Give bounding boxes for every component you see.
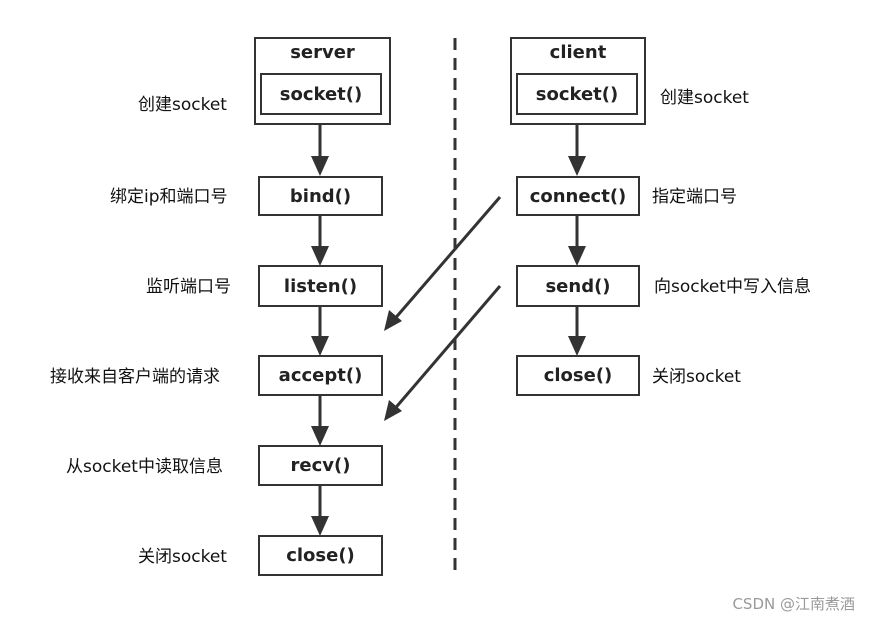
- client-send-function: send(): [516, 265, 640, 307]
- server-close-function: close(): [258, 535, 383, 576]
- server-note-accept: 接收来自客户端的请求: [50, 367, 220, 387]
- server-socket-function: socket(): [260, 73, 382, 115]
- server-bind-function: bind(): [258, 176, 383, 216]
- cross-arrowheads: [384, 310, 402, 421]
- server-accept-function: accept(): [258, 355, 383, 396]
- server-flow-arrowheads: [311, 156, 329, 536]
- client-note-socket: 创建socket: [660, 88, 749, 108]
- server-title: server: [290, 42, 355, 63]
- server-note-recv: 从socket中读取信息: [66, 457, 223, 477]
- client-note-send: 向socket中写入信息: [654, 277, 811, 297]
- server-note-bind: 绑定ip和端口号: [110, 187, 228, 207]
- client-note-close: 关闭socket: [652, 367, 741, 387]
- server-listen-function: listen(): [258, 265, 383, 307]
- client-connect-function: connect(): [516, 176, 640, 216]
- cross-arrows: [390, 196, 502, 413]
- client-flow-arrowheads: [568, 156, 586, 356]
- server-note-close: 关闭socket: [138, 547, 227, 567]
- arrow-send-to-recv: [390, 285, 502, 413]
- csdn-watermark: CSDN @江南煮酒: [732, 595, 855, 613]
- server-note-listen: 监听端口号: [146, 277, 231, 297]
- arrow-connect-to-accept: [390, 196, 502, 323]
- client-note-connect: 指定端口号: [652, 187, 737, 207]
- client-close-function: close(): [516, 355, 640, 396]
- server-note-socket: 创建socket: [138, 95, 227, 115]
- client-socket-function: socket(): [516, 73, 638, 115]
- server-recv-function: recv(): [258, 445, 383, 486]
- client-title: client: [549, 42, 607, 63]
